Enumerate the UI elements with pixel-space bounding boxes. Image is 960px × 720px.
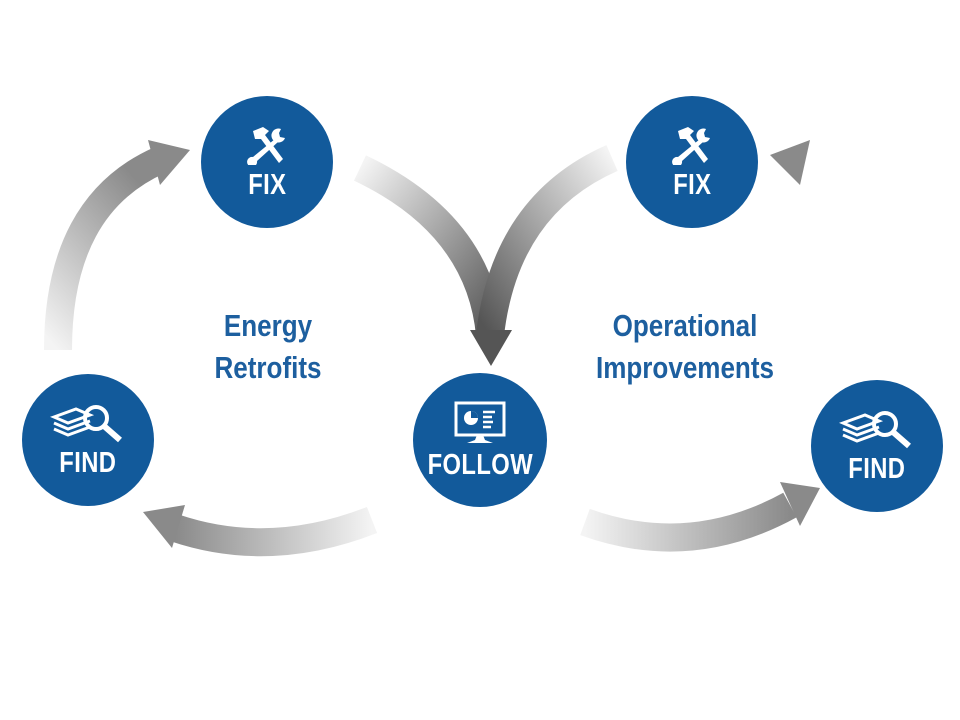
arrow-follow-to-find-left bbox=[143, 505, 378, 557]
caption-line: Operational bbox=[612, 308, 758, 343]
caption-line: Energy bbox=[223, 308, 313, 343]
arrow-find-to-fix-right bbox=[770, 140, 810, 185]
follow-node: FOLLOW bbox=[413, 373, 547, 507]
operational-improvements-caption: Operational Improvements bbox=[583, 305, 788, 389]
fix-label: FIX bbox=[672, 168, 712, 201]
find-node-left: FIND bbox=[22, 374, 154, 506]
arrow-find-to-fix-left bbox=[44, 140, 190, 351]
energy-retrofits-caption: Energy Retrofits bbox=[184, 305, 352, 389]
find-node-right: FIND bbox=[811, 380, 943, 512]
find-label: FIND bbox=[59, 446, 117, 479]
arrow-fix-left-to-follow bbox=[353, 155, 504, 337]
search-documents-icon bbox=[839, 410, 911, 448]
tools-icon bbox=[247, 126, 285, 165]
arrow-fix-right-to-follow bbox=[470, 145, 618, 366]
fix-node-right: FIX bbox=[626, 96, 758, 228]
tools-icon bbox=[672, 126, 710, 165]
follow-label: FOLLOW bbox=[427, 448, 533, 481]
search-documents-icon bbox=[50, 404, 122, 442]
fix-node-left: FIX bbox=[201, 96, 333, 228]
caption-line: Retrofits bbox=[214, 350, 322, 385]
monitor-chart-icon bbox=[454, 401, 506, 443]
find-label: FIND bbox=[848, 452, 906, 485]
arrow-follow-to-find-right bbox=[580, 482, 820, 552]
caption-line: Improvements bbox=[595, 350, 775, 385]
fix-label: FIX bbox=[247, 168, 287, 201]
